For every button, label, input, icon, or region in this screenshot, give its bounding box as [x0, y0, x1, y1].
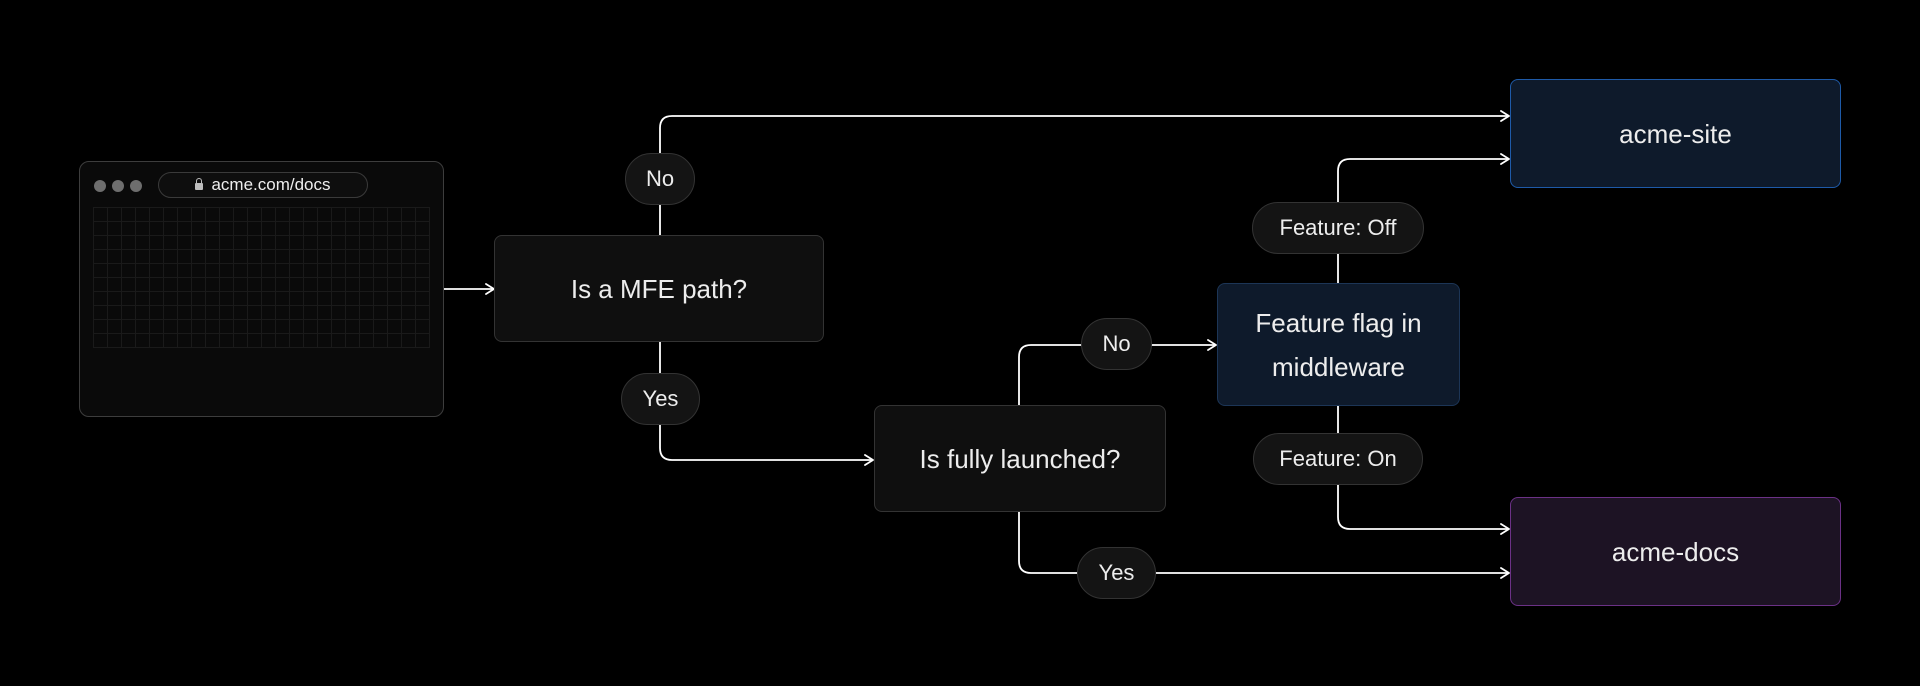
lock-icon: [195, 177, 204, 190]
browser-window: acme.com/docs: [79, 161, 444, 417]
edge-label-text: No: [645, 166, 675, 191]
address-bar: acme.com/docs: [158, 172, 368, 198]
window-dot-icon: [130, 180, 142, 192]
edge-flag-off-to-site: [1337, 153, 1510, 283]
window-dot-icon: [112, 180, 124, 192]
node-mfe-path-label: Is a MFE path?: [570, 273, 748, 304]
node-fully-launched: Is fully launched?: [874, 405, 1166, 512]
edge-label-launched-yes: Yes: [1077, 547, 1156, 599]
edge-label-text: Feature: On: [1279, 446, 1397, 471]
edge-launched-yes-to-docs: [1018, 512, 1510, 579]
address-bar-url: acme.com/docs: [211, 175, 331, 194]
edge-flag-on-to-docs: [1337, 406, 1510, 535]
edge-mfe-no-to-site: [659, 110, 1510, 235]
node-feature-flag-label: Feature flag in middleware: [1255, 307, 1422, 382]
edge-label-text: No: [1102, 331, 1131, 356]
edge-label-text: Yes: [1098, 560, 1135, 585]
edge-label-text: Yes: [642, 386, 679, 411]
edge-label-feature-off: Feature: Off: [1252, 202, 1424, 254]
page-grid: [93, 207, 430, 348]
node-acme-docs-label: acme-docs: [1611, 536, 1740, 567]
node-mfe-path: Is a MFE path?: [494, 235, 824, 342]
edge-mfe-yes-to-launched: [659, 342, 874, 466]
node-fully-launched-label: Is fully launched?: [919, 443, 1121, 474]
node-acme-docs: acme-docs: [1510, 497, 1841, 606]
edge-label-mfe-yes: Yes: [621, 373, 700, 425]
node-acme-site-label: acme-site: [1619, 118, 1732, 149]
edge-label-mfe-no: No: [625, 153, 695, 205]
edge-launched-no-to-flag: [1018, 339, 1217, 405]
window-dot-icon: [94, 180, 106, 192]
edge-label-launched-no: No: [1081, 318, 1152, 370]
edge-label-feature-on: Feature: On: [1253, 433, 1423, 485]
node-acme-site: acme-site: [1510, 79, 1841, 188]
edge-label-text: Feature: Off: [1279, 215, 1397, 240]
node-feature-flag: Feature flag in middleware: [1217, 283, 1460, 406]
